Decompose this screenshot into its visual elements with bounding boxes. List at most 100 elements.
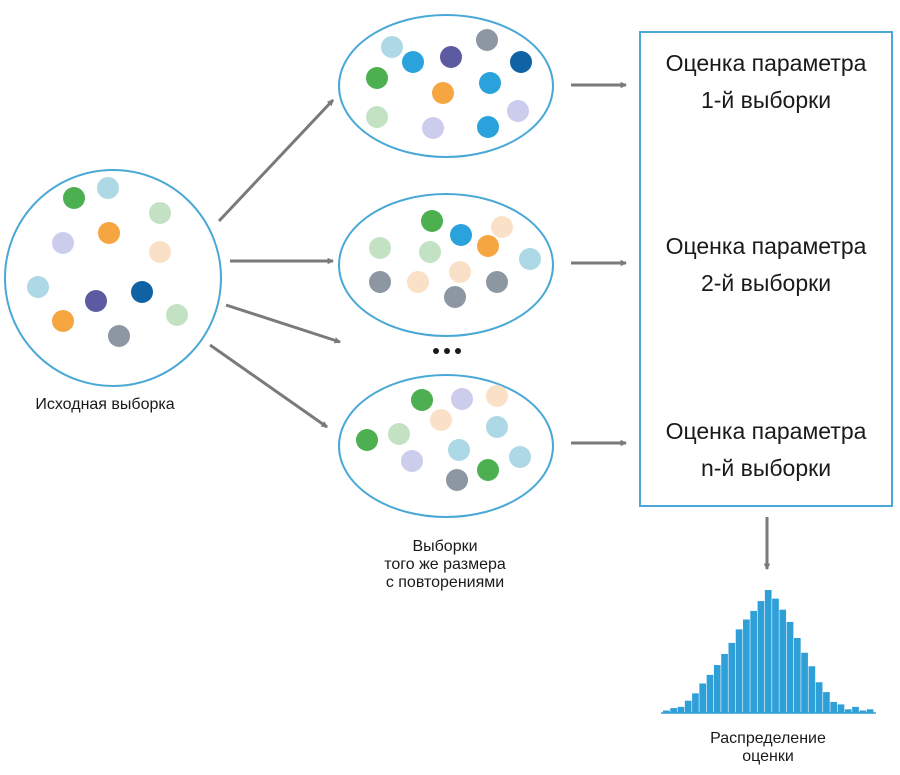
resamples-label-line1: Выборки (412, 538, 478, 555)
dot (85, 290, 107, 312)
arrow-to-ellipsis (225, 303, 342, 344)
dot (149, 202, 171, 224)
dot (519, 248, 541, 270)
histogram-bar (743, 619, 750, 713)
dot (486, 385, 508, 407)
histogram-bar (721, 653, 728, 713)
dot (432, 82, 454, 104)
histogram-bar (772, 598, 779, 713)
estimate-1-label: Оценка параметра 1-й выборки (639, 45, 893, 119)
histogram-bar (801, 652, 808, 713)
resample-2-dots (369, 210, 541, 308)
ellipsis-dot (455, 348, 461, 354)
dot (486, 416, 508, 438)
original-sample-dots (27, 177, 188, 347)
histogram-bar (728, 642, 736, 713)
histogram-bar (815, 682, 823, 713)
dot (27, 276, 49, 298)
histogram-bar (823, 692, 830, 713)
histogram-bar (663, 710, 670, 713)
dot (369, 237, 391, 259)
histogram-bar (670, 708, 677, 713)
histogram-bar (699, 683, 707, 713)
distribution-histogram (663, 590, 874, 713)
histogram-bar (844, 709, 852, 713)
histogram-bar (786, 621, 794, 713)
resample-n-dots (356, 385, 531, 491)
arrow-to-resample-n (209, 343, 328, 429)
dot (411, 389, 433, 411)
resamples-label-line2: того же размера (384, 556, 506, 573)
distribution-label: Распределение оценки (668, 730, 868, 766)
dot (149, 241, 171, 263)
histogram-bar (866, 709, 874, 713)
estimate-2-label: Оценка параметра 2-й выборки (639, 228, 893, 302)
dot (448, 439, 470, 461)
histogram-bar (830, 701, 838, 713)
dot (356, 429, 378, 451)
dot (98, 222, 120, 244)
dot (510, 51, 532, 73)
dot (402, 51, 424, 73)
dot (509, 446, 531, 468)
resample-2-ellipse (338, 193, 554, 337)
histogram-bar (677, 706, 685, 713)
arrows (209, 81, 771, 571)
distribution-label-line1: Распределение (710, 730, 826, 747)
dot (131, 281, 153, 303)
dot (366, 106, 388, 128)
estimate-n-line1: Оценка параметра (665, 418, 867, 444)
estimate-2-line1: Оценка параметра (665, 233, 867, 259)
dot (421, 210, 443, 232)
arrow-to-resample-1 (217, 98, 335, 223)
histogram-bar (808, 666, 816, 713)
resample-1-ellipse (338, 14, 554, 158)
dot (63, 187, 85, 209)
dot (444, 286, 466, 308)
dot (430, 409, 452, 431)
original-sample-circle (4, 169, 222, 387)
histogram-bar (764, 590, 772, 713)
histogram-bar (837, 704, 845, 713)
estimates-box (639, 31, 893, 507)
dot (440, 46, 462, 68)
histogram-bar (735, 629, 743, 713)
dot (507, 100, 529, 122)
estimate-n-line2: n-й выборки (700, 455, 832, 481)
dot (52, 310, 74, 332)
dot (97, 177, 119, 199)
histogram-bar (852, 706, 859, 713)
histogram-bar (859, 710, 867, 713)
resample-1-dots (366, 29, 532, 139)
estimate-1-line2: 1-й выборки (700, 87, 832, 113)
dot (446, 469, 468, 491)
dot (479, 72, 501, 94)
resample-n-ellipse (338, 374, 554, 518)
dot (108, 325, 130, 347)
resamples-label-line3: с повторениями (385, 574, 505, 591)
original-sample-label: Исходная выборка (35, 396, 175, 413)
dot (52, 232, 74, 254)
dot (401, 450, 423, 472)
dot (419, 241, 441, 263)
histogram-bar (684, 700, 692, 713)
histogram-bar (793, 637, 801, 713)
estimate-n-label: Оценка параметра n-й выборки (639, 413, 893, 487)
dot (450, 224, 472, 246)
histogram-bar (706, 674, 714, 713)
dot (407, 271, 429, 293)
dot (449, 261, 471, 283)
histogram-bar (779, 609, 787, 713)
histogram-bar (692, 693, 699, 713)
dot (477, 235, 499, 257)
dot (366, 67, 388, 89)
dot (476, 29, 498, 51)
dot (388, 423, 410, 445)
ellipsis-dot (433, 348, 439, 354)
ellipsis-dot (444, 348, 450, 354)
histogram-bar (713, 665, 721, 713)
dot (369, 271, 391, 293)
dot (422, 117, 444, 139)
